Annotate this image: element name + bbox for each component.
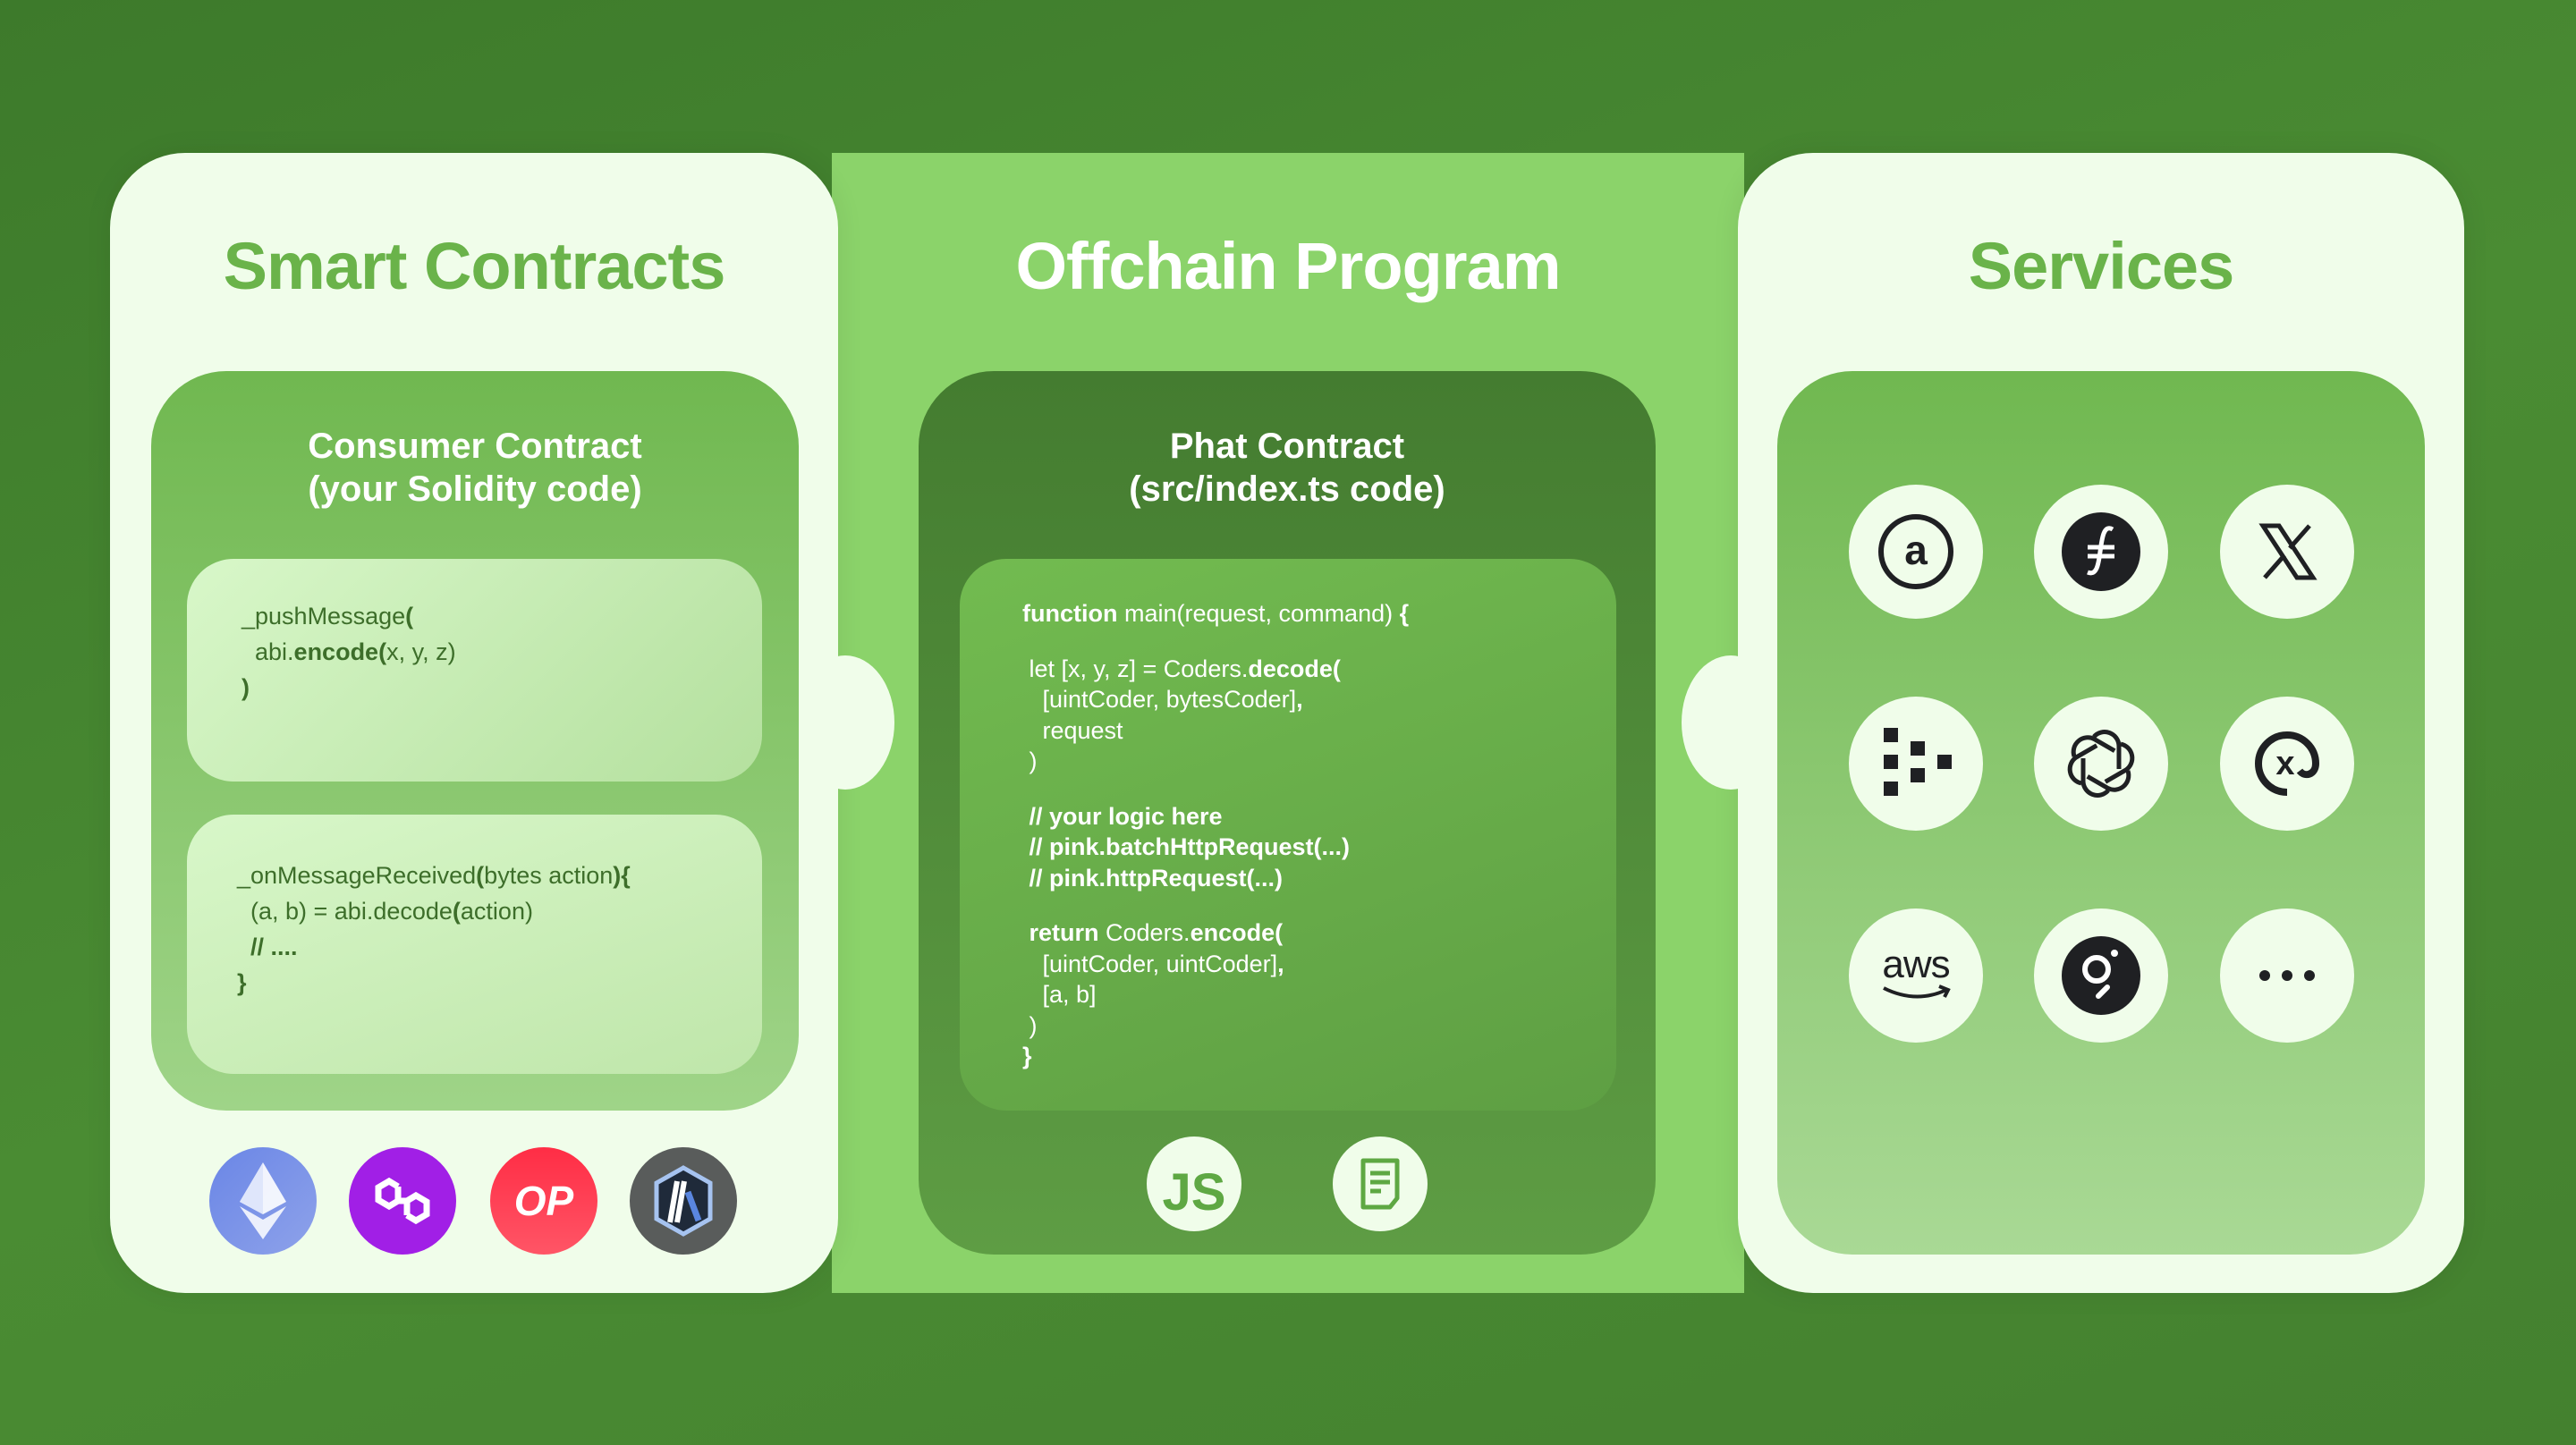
connector-notch-right	[1682, 655, 1780, 790]
code-line: )	[1022, 746, 1409, 777]
code-token: [uintCoder, bytesCoder]	[1022, 686, 1297, 713]
code-token: ){	[613, 862, 631, 889]
code-line	[1022, 893, 1409, 917]
code-token: )	[242, 674, 250, 701]
code-token: // ....	[237, 934, 298, 960]
code-token: )	[1022, 1011, 1038, 1039]
code-line: [uintCoder, uintCoder],	[1022, 949, 1409, 980]
optimism-icon: OP	[490, 1147, 597, 1255]
subtitle-line: (your Solidity code)	[308, 469, 642, 509]
code-token: ,	[1296, 686, 1303, 713]
offchain-program-title: Offchain Program	[1015, 229, 1562, 303]
aws-logo: aws	[1880, 945, 1952, 1006]
code-line: [a, b]	[1022, 979, 1409, 1010]
the-graph-icon[interactable]	[2034, 908, 2168, 1043]
aws-label: aws	[1882, 942, 1950, 986]
code-line: )	[242, 670, 456, 706]
arbitrum-icon	[630, 1147, 737, 1255]
code-token: }	[1022, 1043, 1032, 1069]
code-line: function main(request, command) {	[1022, 598, 1409, 630]
xmtp-icon[interactable]: x	[2220, 697, 2354, 831]
code-line: )	[1022, 1010, 1409, 1042]
code-line: // ....	[237, 929, 631, 965]
subtitle-line: Phat Contract	[1169, 427, 1405, 466]
smart-contracts-title: Smart Contracts	[223, 229, 726, 303]
code-token: return	[1022, 919, 1099, 946]
code-token: (a, b) = abi.decode	[237, 898, 453, 925]
code-token: action)	[460, 898, 533, 925]
code-token: [a, b]	[1022, 981, 1097, 1008]
services-title: Services	[1968, 229, 2235, 303]
optimism-label: OP	[513, 1178, 574, 1224]
code-token: Coders.	[1098, 919, 1191, 946]
code-token: ,	[1277, 950, 1284, 977]
code-line: _onMessageReceived(bytes action){	[237, 858, 631, 893]
code-line: [uintCoder, bytesCoder],	[1022, 684, 1409, 715]
code-line	[1022, 630, 1409, 654]
code-token: {	[1399, 600, 1410, 627]
code-line: let [x, y, z] = Coders.decode(	[1022, 654, 1409, 685]
code-token: )	[1022, 748, 1038, 774]
code-token: bytes action	[484, 862, 614, 889]
filecoin-icon[interactable]	[2034, 485, 2168, 619]
aws-icon[interactable]: aws	[1849, 908, 1983, 1043]
code-token: request	[1022, 716, 1123, 744]
phat-contract-panel: Phat Contract (src/index.ts code) functi…	[919, 371, 1656, 1255]
code-snippet: function main(request, command) { let [x…	[1022, 598, 1409, 1072]
code-line: _pushMessage(	[242, 598, 456, 634]
svg-text:x: x	[2275, 745, 2294, 782]
openai-icon[interactable]	[2034, 697, 2168, 831]
dots-grid-icon[interactable]	[1849, 697, 1983, 831]
phat-contract-subtitle: Phat Contract (src/index.ts code)	[919, 425, 1656, 511]
consumer-contract-subtitle: Consumer Contract (your Solidity code)	[151, 425, 799, 511]
code-token: x, y, z)	[386, 638, 456, 665]
code-token: function	[1022, 600, 1118, 627]
consumer-contract-panel: Consumer Contract (your Solidity code) _…	[151, 371, 799, 1111]
index-ts-code-box: function main(request, command) { let [x…	[960, 559, 1616, 1111]
code-token: }	[237, 969, 247, 996]
services-panel: a x aws	[1777, 371, 2425, 1255]
document-icon	[1333, 1137, 1428, 1231]
on-message-received-code-box: _onMessageReceived(bytes action){ (a, b)…	[187, 815, 762, 1074]
code-token: decode(	[1248, 655, 1341, 682]
subtitle-line: Consumer Contract	[308, 427, 642, 466]
code-token: (	[405, 603, 414, 630]
code-line: abi.encode(x, y, z)	[242, 634, 456, 670]
code-line: }	[1022, 1041, 1409, 1072]
code-line: // pink.httpRequest(...)	[1022, 863, 1409, 894]
code-token: encode(	[1190, 919, 1284, 946]
ethereum-icon	[209, 1147, 317, 1255]
code-line: (a, b) = abi.decode(action)	[237, 893, 631, 929]
code-token: let [x, y, z] = Coders.	[1022, 655, 1249, 682]
code-token: _pushMessage	[242, 603, 406, 630]
code-line: // pink.batchHttpRequest(...)	[1022, 832, 1409, 863]
js-label: JS	[1162, 1162, 1226, 1221]
code-token: // your logic here	[1022, 802, 1223, 830]
x-twitter-icon[interactable]	[2220, 485, 2354, 619]
code-token: // pink.batchHttpRequest(...)	[1022, 833, 1351, 860]
subtitle-line: (src/index.ts code)	[1129, 469, 1445, 509]
code-token: _onMessageReceived	[237, 862, 477, 889]
code-token: [uintCoder, uintCoder]	[1022, 950, 1278, 977]
code-token: abi.	[242, 638, 294, 665]
code-token: encode(	[293, 638, 387, 665]
code-line: return Coders.encode(	[1022, 917, 1409, 949]
code-line: }	[237, 965, 631, 1001]
code-line: request	[1022, 715, 1409, 747]
code-snippet: _pushMessage( abi.encode(x, y, z))	[242, 598, 456, 706]
svg-text:a: a	[1904, 527, 1928, 573]
code-token: main(request, command)	[1117, 600, 1400, 627]
code-token: (	[452, 898, 461, 925]
connector-notch-left	[796, 655, 894, 790]
push-message-code-box: _pushMessage( abi.encode(x, y, z))	[187, 559, 762, 782]
code-line: // your logic here	[1022, 801, 1409, 832]
arweave-icon[interactable]: a	[1849, 485, 1983, 619]
code-line	[1022, 777, 1409, 801]
more-icon[interactable]	[2220, 908, 2354, 1043]
javascript-icon: JS	[1147, 1137, 1241, 1231]
code-token: (	[476, 862, 485, 889]
polygon-icon	[349, 1147, 456, 1255]
code-snippet: _onMessageReceived(bytes action){ (a, b)…	[237, 858, 631, 1001]
code-token: // pink.httpRequest(...)	[1022, 864, 1284, 892]
